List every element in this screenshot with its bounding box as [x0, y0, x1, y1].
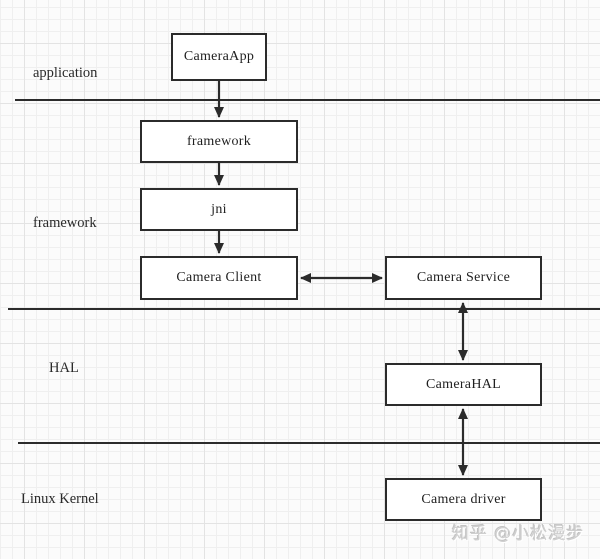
node-framework-label: framework	[186, 133, 252, 149]
node-cameraapp-label: CameraApp	[183, 49, 255, 64]
node-camera-client: Camera Client	[140, 256, 298, 300]
node-camera-service: Camera Service	[385, 256, 542, 300]
watermark: 知乎 @小松漫步	[452, 524, 585, 544]
node-camera-driver: Camera driver	[385, 478, 542, 521]
node-cameraapp: CameraApp	[171, 33, 267, 81]
layer-label-framework: framework	[33, 215, 97, 231]
node-jni: jni	[140, 188, 298, 231]
layer-label-linux-kernel: Linux Kernel	[21, 491, 99, 507]
layer-label-hal: HAL	[49, 360, 79, 376]
node-camerahal: CameraHAL	[385, 363, 542, 406]
node-camera-driver-label: Camera driver	[421, 491, 506, 507]
node-camerahal-label: CameraHAL	[425, 376, 501, 392]
node-camera-service-label: Camera Service	[416, 270, 511, 285]
node-camera-client-label: Camera Client	[176, 270, 262, 285]
node-jni-label: jni	[211, 201, 227, 217]
node-framework: framework	[140, 120, 298, 163]
layer-label-application: application	[33, 65, 98, 81]
